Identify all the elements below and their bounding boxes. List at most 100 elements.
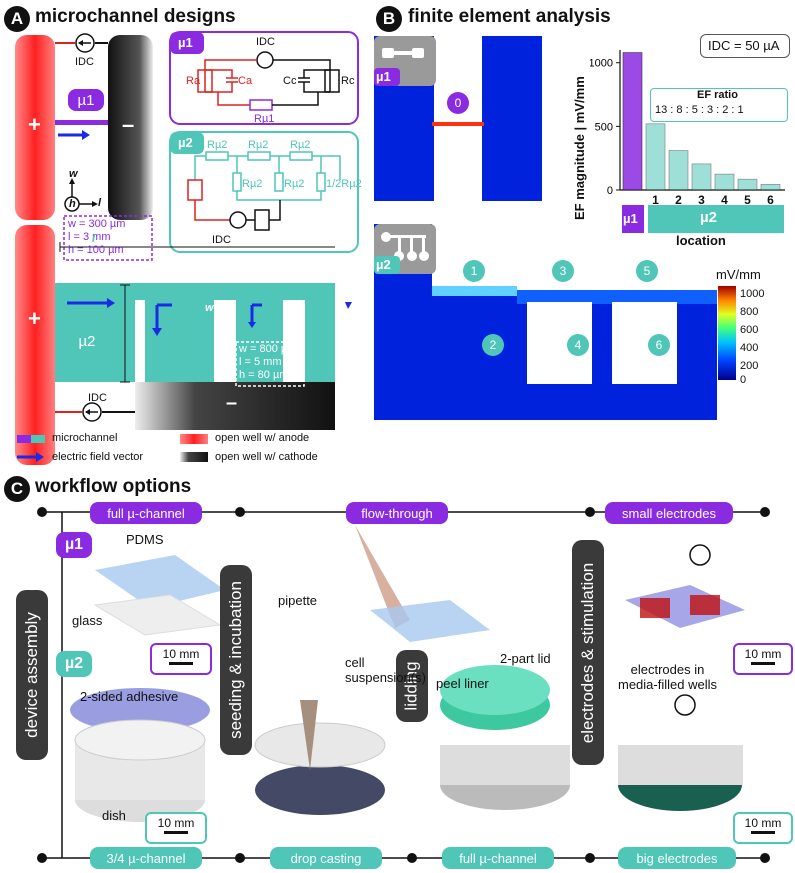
x-tick-label: 5 [744,193,751,207]
mu2-dim-w: w = 800 µm [239,343,297,355]
bar-location-0 [622,52,643,191]
panel-c-badge: C [4,476,30,502]
mu2-cathode-well [135,382,335,430]
y-tick-label: 0 [607,185,613,197]
axis-w: w [69,168,78,180]
dim-2w: 2w [284,302,299,314]
bottom-pill-drop-casting: drop casting [270,847,382,869]
circuit2-r4: Rµ2 [242,178,263,190]
mu2-group-tag [648,205,784,233]
circuit-rmu1: Rµ1 [254,113,275,125]
x-tick-label: 2 [675,193,682,207]
mu1-dim-h: h = 100 µm [68,244,124,256]
fea-mu2-tag: µ2 [376,257,391,272]
mu2-circuit-box [169,131,359,253]
mu1-dim-l: l = 3 mm [68,231,111,243]
label-pdms: PDMS [126,532,164,547]
bottom-pill-3-4-channel: 3/4 µ-channel [90,847,202,869]
y-tick-label: 1000 [590,58,613,70]
scale-dish: 10 mm [145,812,207,844]
bar-location-2 [668,150,689,191]
axis-h: h [69,198,76,210]
x-tick-label: 1 [652,193,659,207]
mu1-circuit-box [169,31,359,125]
mu1-group-tag [622,205,644,233]
top-pill-small-electrodes: small electrodes [605,502,733,524]
fea-location-3: 3 [552,260,574,282]
dim-w: w [205,302,214,314]
mu2-group-label: µ2 [700,209,717,226]
colorbar-tick-1000: 1000 [740,288,765,300]
colorbar-unit: mV/mm [716,267,761,282]
chart-xlabel: location [676,233,726,248]
ef-ratio-title: EF ratio [697,89,738,101]
y-tick-label: 500 [595,121,613,133]
x-tick-label: 4 [721,193,728,207]
mu1-cathode-well [108,35,153,220]
scale-small-electrodes: 10 mm [733,643,793,675]
legend-cathode: open well w/ cathode [215,451,318,463]
fea-location-6: 6 [648,334,670,356]
bar-location-1 [645,123,666,191]
panel-b-badge: B [376,6,402,32]
ef-ratio-box [650,88,788,122]
mu1-dim-w: w = 300 µm [68,218,126,230]
x-tick-label: 3 [698,193,705,207]
mu2-plus: + [28,306,41,331]
mu2-circuit-idc: IDC [212,234,231,246]
mu1-group-label: µ1 [623,211,638,226]
circuit2-r3: Rµ2 [290,139,311,151]
mu1-circuit-tag: µ1 [178,35,193,50]
bar-location-5 [737,178,758,191]
bottom-pill-full-channel: full µ-channel [442,847,554,869]
panel-a-badge: A [4,6,30,32]
mu1-anode-well [15,35,55,220]
mu2-dim-h: h = 80 µm [239,369,289,381]
circuit2-r6: 1/2Rµ2 [326,178,362,190]
bar-location-6 [760,183,781,191]
mu1-minus: – [122,112,135,137]
panel-a-drawing [15,31,359,465]
circuit2-r1: Rµ2 [207,139,228,151]
scale-big-electrodes: 10 mm [733,812,793,844]
circuit-cc: Cc [283,75,297,87]
legend-ef-vector: electric field vector [52,451,144,463]
panel-c-title: workflow options [35,476,192,497]
label-electrodes-wells: electrodes in media-filled wells [618,662,717,692]
x-tick-label: 0 [629,193,636,207]
fea-simulation [374,36,736,420]
axis-l: l [98,197,102,209]
top-pill-flow-through: flow-through [346,502,448,524]
legend-microchannel: microchannel [52,432,118,444]
mu1-idc-label: IDC [75,56,94,68]
colorbar-tick-600: 600 [740,324,759,336]
x-tick-label: 6 [767,193,774,207]
fea-location-2: 2 [482,334,504,356]
scale-mu1-seeding: 10 mm [150,643,212,675]
idc-label-box [700,34,790,58]
vlabel-seeding-incubation: seeding & incubation [220,565,252,755]
label-cell-suspension: cell suspension(s) [345,655,426,685]
fea-mu1-tag: µ1 [376,69,391,84]
workflow-mu2-tag: µ2 [56,651,92,677]
mu1-circuit-idc: IDC [256,36,275,48]
circuit-rc: Rc [341,75,355,87]
top-pill-full-channel: full µ-channel [90,502,202,524]
mu1-plus: + [28,112,41,137]
label-adhesive: 2-sided adhesive [80,689,179,704]
mu1-tag: µ1 [68,89,104,111]
circuit2-r5: Rµ2 [284,178,305,190]
mu2-anode-well [15,225,55,465]
circuit-ra: Ra [186,75,201,87]
label-pipette: pipette [278,593,318,608]
vlabel-electrodes-stimulation: electrodes & stimulation [572,540,604,765]
legend-anode: open well w/ anode [215,432,310,444]
fea-location-5: 5 [636,260,658,282]
dim-l-side: l [114,332,118,344]
fea-location-4: 4 [567,334,589,356]
workflow-lines [37,507,770,863]
bottom-pill-big-electrodes: big electrodes [618,847,736,869]
colorbar-tick-200: 200 [740,360,759,372]
circuit2-r2: Rµ2 [248,139,269,151]
fea-location-0: 0 [447,92,469,114]
